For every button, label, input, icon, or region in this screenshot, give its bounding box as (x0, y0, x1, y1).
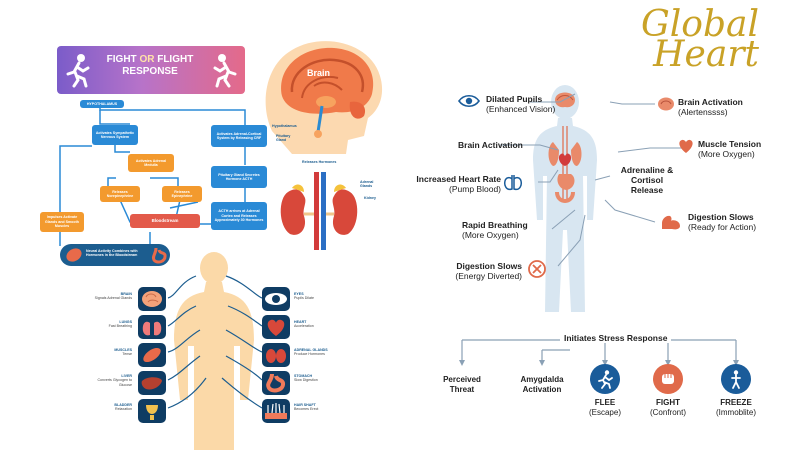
freeze-icon-badge (721, 364, 751, 394)
heart-icon (267, 319, 285, 336)
bladder-icon (146, 405, 158, 420)
stress-item-freeze: FREEZE(Immoblite) (715, 398, 756, 417)
stomach-icon (266, 373, 285, 393)
hair-shaft-icon (265, 403, 287, 419)
flee-icon-badge (590, 364, 620, 394)
muscle-icon (143, 347, 161, 363)
muscle-icon (66, 248, 82, 262)
releases-norepinephrine-box: Releases Norepinephrine (100, 186, 140, 202)
adrenaline-cortisol-label: Adrenaline & Cortisol Release (620, 165, 674, 195)
flexed-muscle-icon (662, 215, 680, 230)
organ-connectors (167, 275, 263, 409)
brain-activation-left-label: Brain Activation (458, 140, 523, 150)
muscles-organ-tile (138, 343, 166, 367)
lungs-organ-tile (138, 315, 166, 339)
heart-rate-label: Increased Heart Rate(Pump Blood) (416, 174, 501, 194)
brain-organ-tile (138, 287, 166, 311)
releases-hormones-label: Releases Hormones (302, 160, 337, 164)
liver-organ-tile (138, 371, 166, 395)
running-person-icon (66, 54, 90, 88)
pituitary-small-label: Pituitary Gland (276, 134, 291, 143)
releases-epinephrine-box: Releases Epinephrine (162, 186, 202, 202)
stomach-organ-tile (262, 371, 290, 395)
kidney-icon (266, 349, 286, 363)
stress-item-flee: FLEE(Escape) (588, 398, 621, 417)
kidneys-illustration (280, 172, 358, 250)
heart-organ-tile (262, 315, 290, 339)
activates-medulla-box: Activates Adrenal Medulla (128, 154, 174, 172)
dilated-pupils-label: Dilated Pupils(Enhanced Vision) (486, 94, 556, 114)
bladder-organ-tile (138, 399, 166, 423)
muscle-tension-label: Muscle Tension(More Oxygen) (698, 139, 762, 159)
digestion-slows-right-label: Digestion Slows(Ready for Action) (688, 212, 757, 232)
standing-person-icon (731, 370, 741, 389)
running-person-icon (598, 370, 613, 389)
heart-icon (679, 139, 693, 153)
stress-response-header: Initiates Stress Response (560, 333, 672, 343)
hypothalamus-small-label: Hypothalamus (272, 124, 297, 128)
activates-sympathetic-box: Activates Sympathetic Nervous System (92, 125, 138, 145)
lungs-icon (142, 319, 162, 336)
adrenal-small-label: Adrenal Glands (360, 180, 374, 189)
pituitary-acth-box: Pituitary Gland Secretes Hormone ACTH (211, 166, 267, 188)
brain-activation-right-label: Brain Activation(Alertenssss) (678, 97, 743, 117)
adrenal-organ-tile (262, 343, 290, 367)
body-silhouette-illustration (174, 252, 254, 450)
fight-icon-badge (653, 364, 683, 394)
liver-icon (141, 377, 162, 390)
brain-icon (142, 291, 162, 307)
eye-icon (458, 94, 480, 108)
digestion-slows-left-label: Digestion Slows(Energy Diverted) (455, 261, 522, 281)
eye-icon (265, 293, 287, 305)
title-banner: FIGHT OR FLIGHT RESPONSE (57, 46, 245, 94)
hair-shaft-organ-tile (262, 399, 290, 423)
acth-arrives-box: ACTH arrives at Adrenal Cortex and Relea… (211, 202, 267, 230)
brain-icon (658, 97, 674, 111)
head-brain-illustration (265, 41, 383, 155)
neural-activity-text: Neural Activity Combines with Hormones i… (86, 249, 138, 258)
human-figure-illustration (533, 85, 597, 312)
kidney-small-label: Kidney (364, 196, 376, 200)
fight-or-flight-infographic: FIGHT OR FLIGHT RESPONSE Brain Hypothala… (0, 0, 395, 455)
callout-connectors (500, 93, 690, 267)
brain-label: Brain (307, 68, 331, 78)
fist-icon (662, 374, 674, 384)
stress-item-fight: FIGHT(Confront) (649, 398, 686, 417)
no-digestion-icon (528, 260, 546, 278)
stomach-icon (151, 247, 167, 264)
eyes-organ-tile (262, 287, 290, 311)
lungs-icon (504, 175, 522, 191)
activates-adrenal-cortical-box: Activates Adrenal-Cortical System by Rel… (211, 125, 267, 147)
running-person-icon (213, 54, 237, 88)
banner-title: FIGHT OR FLIGHT RESPONSE (106, 54, 194, 77)
impulses-box: Impulses Activate Glands and Smooth Musc… (40, 212, 84, 232)
hypothalamus-box: HYPOTHALAMUS (80, 100, 124, 108)
rapid-breathing-label: Rapid Breathing(More Oxygen) (462, 220, 528, 240)
bloodstream-box: Bloodstream (130, 214, 200, 228)
neural-activity-banner: Neural Activity Combines with Hormones i… (60, 244, 170, 266)
